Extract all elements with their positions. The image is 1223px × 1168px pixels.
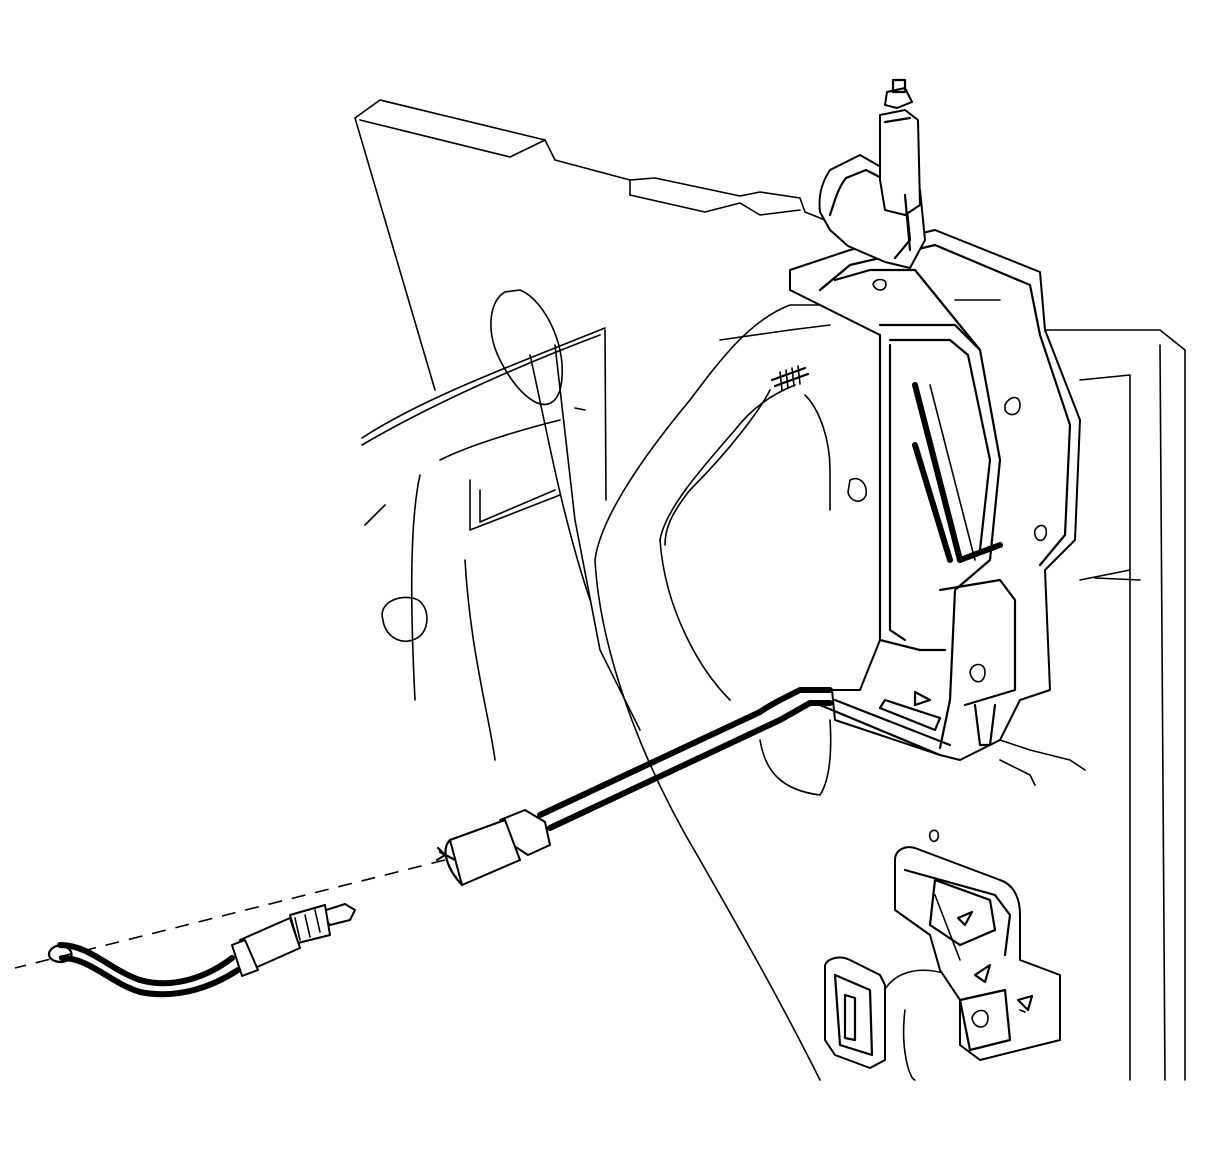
slot-bracket [824,956,886,1069]
retaining-screw [664,365,810,546]
latch-plate [894,829,1061,1061]
remote-cable-end [47,903,356,998]
mounting-bracket [789,229,1081,761]
release-handle-lever [818,78,926,269]
cable-conduit [537,382,1003,831]
body-panel [354,99,826,761]
installation-axis [14,859,446,969]
cable-end-socket [435,809,551,887]
